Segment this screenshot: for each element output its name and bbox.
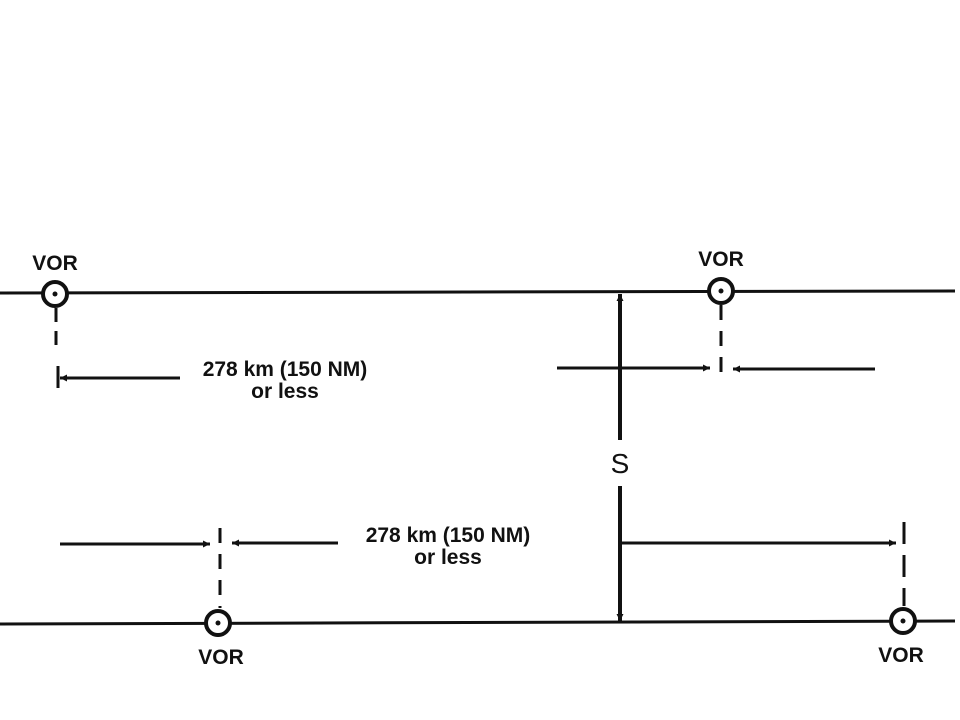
vor-top-left-icon <box>41 280 69 308</box>
vor-bottom-left-label: VOR <box>198 646 244 669</box>
vor-bottom-left-icon <box>204 609 232 637</box>
upper-route-line <box>0 289 956 295</box>
distance-label-top-line2: or less <box>251 380 319 403</box>
vor-top-left-label: VOR <box>32 252 78 275</box>
vor-bottom-right-label: VOR <box>878 644 924 667</box>
vor-top-right-icon <box>707 277 735 305</box>
distance-label-bottom-line1: 278 km (150 NM) <box>366 524 531 547</box>
vor-bottom-right-icon <box>889 607 917 635</box>
vor-top-right-label: VOR <box>698 248 744 271</box>
lower-route-line <box>0 619 956 626</box>
distance-label-bottom-line2: or less <box>414 546 482 569</box>
distance-label-top-line1: 278 km (150 NM) <box>203 358 368 381</box>
separation-label: S <box>611 448 630 479</box>
